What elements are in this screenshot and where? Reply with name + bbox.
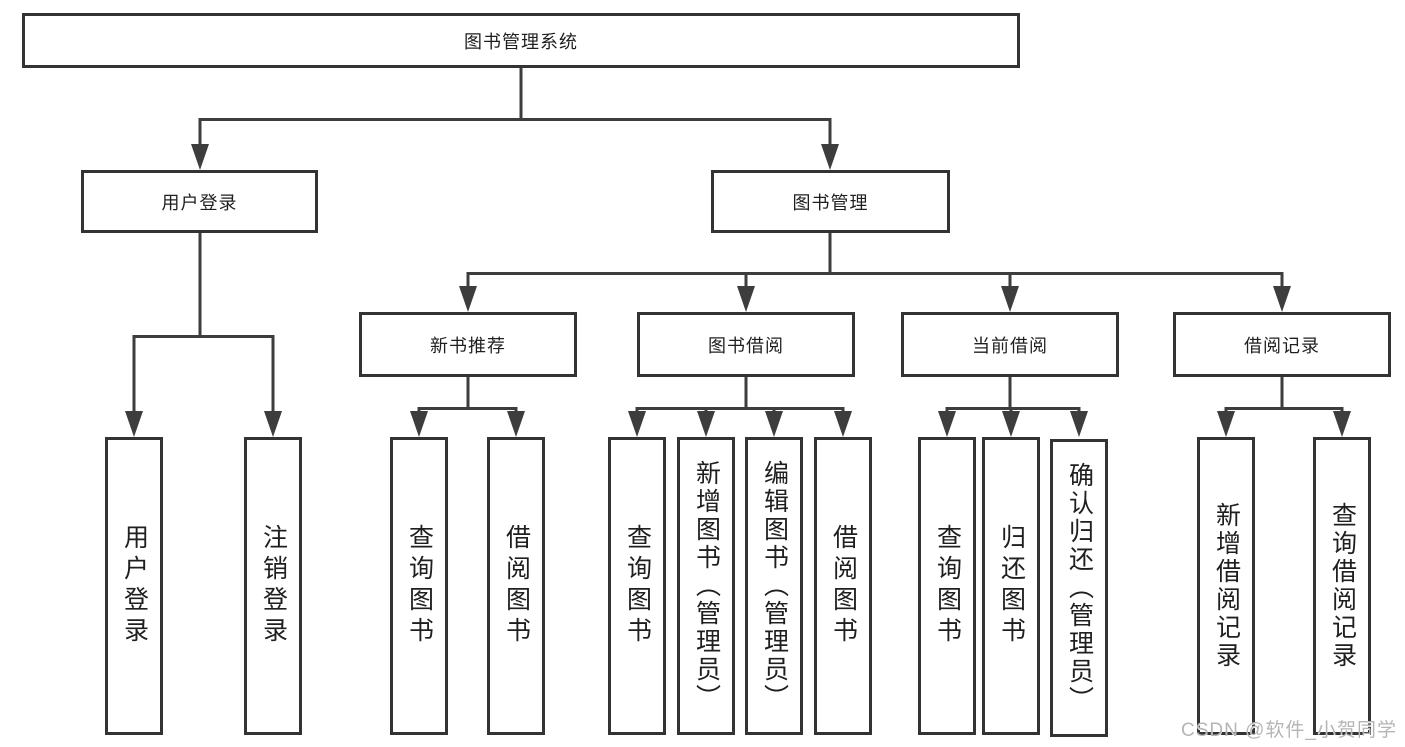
arrowheads bbox=[125, 144, 1351, 437]
node-borrow-records: 借阅记录 bbox=[1173, 312, 1391, 377]
leaf-confirm-return-admin: 确认归还（管理员） bbox=[1050, 439, 1108, 737]
node-root: 图书管理系统 bbox=[22, 13, 1020, 68]
leaf-borrow-books: 借阅图书 bbox=[814, 437, 872, 735]
leaf-add-borrow-record: 新增借阅记录 bbox=[1197, 437, 1255, 735]
leaf-logout: 注销登录 bbox=[244, 437, 302, 735]
watermark: CSDN @软件_小贺同学 bbox=[1181, 720, 1397, 741]
node-user-login: 用户登录 bbox=[81, 170, 318, 233]
leaf-borrow-books-recommend: 借阅图书 bbox=[487, 437, 545, 735]
leaf-user-login: 用户登录 bbox=[105, 437, 163, 735]
leaf-add-books-admin: 新增图书（管理员） bbox=[677, 437, 735, 735]
node-current-borrow: 当前借阅 bbox=[901, 312, 1119, 377]
node-book-borrow: 图书借阅 bbox=[637, 312, 855, 377]
leaf-query-books-recommend: 查询图书 bbox=[390, 437, 448, 735]
leaf-edit-books-admin: 编辑图书（管理员） bbox=[745, 437, 803, 735]
leaf-return-books: 归还图书 bbox=[982, 437, 1040, 735]
node-new-book-recommend: 新书推荐 bbox=[359, 312, 577, 377]
leaf-query-books-current: 查询图书 bbox=[918, 437, 976, 735]
leaf-query-borrow-record: 查询借阅记录 bbox=[1313, 437, 1371, 735]
node-book-management: 图书管理 bbox=[711, 170, 950, 233]
leaf-query-books-borrow: 查询图书 bbox=[608, 437, 666, 735]
